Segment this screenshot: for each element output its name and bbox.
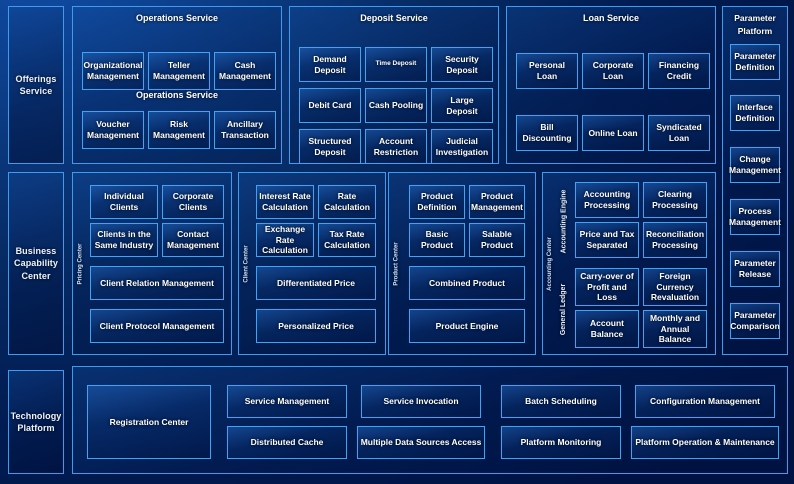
cell-product-definition[interactable]: Product Definition [409, 185, 465, 219]
cell-corporate-loan[interactable]: Corporate Loan [582, 53, 644, 89]
cell-foreign-currency-revaluation[interactable]: Foreign Currency Revaluation [643, 268, 707, 306]
cell-distributed-cache[interactable]: Distributed Cache [227, 426, 347, 459]
group-title-loan-service: Loan Service [582, 13, 640, 23]
cell-product-management[interactable]: Product Management [469, 185, 525, 219]
cell-organizational-management[interactable]: Organizational Management [82, 52, 144, 90]
cell-individual-clients[interactable]: Individual Clients [90, 185, 158, 219]
parameter-platform-title-line2: Platform [737, 26, 773, 36]
cell-interest-rate-calculation[interactable]: Interest Rate Calculation [256, 185, 314, 219]
cell-batch-scheduling[interactable]: Batch Scheduling [501, 385, 621, 418]
cell-ancillary-transaction[interactable]: Ancillary Transaction [214, 111, 276, 149]
technology-label-line1: Technology [10, 410, 62, 421]
group-deposit-service: Deposit Service Demand Deposit Time Depo… [289, 6, 499, 164]
cell-basic-product[interactable]: Basic Product [409, 223, 465, 257]
cell-time-deposit[interactable]: Time Deposit [365, 47, 427, 82]
cell-reconciliation-processing[interactable]: Reconciliation Processing [643, 222, 707, 258]
subsection-accounting-engine: Accounting Engine Accounting Processing … [557, 178, 713, 264]
cell-corporate-clients[interactable]: Corporate Clients [162, 185, 224, 219]
group-parameter-platform: Parameter Platform Parameter Definition … [722, 6, 788, 355]
cell-accounting-processing[interactable]: Accounting Processing [575, 182, 639, 218]
cell-monthly-and-annual-balance[interactable]: Monthly and Annual Balance [643, 310, 707, 348]
cell-product-engine[interactable]: Product Engine [409, 309, 525, 343]
business-label-line1: Business [15, 246, 57, 257]
cell-security-deposit[interactable]: Security Deposit [431, 47, 493, 82]
cell-tax-rate-calculation[interactable]: Tax Rate Calculation [318, 223, 376, 257]
cell-salable-product[interactable]: Salable Product [469, 223, 525, 257]
cell-service-management[interactable]: Service Management [227, 385, 347, 418]
cell-financing-credit[interactable]: Financing Credit [648, 53, 710, 89]
vlabel-accounting-engine: Accounting Engine [560, 189, 568, 253]
cell-client-relation-management[interactable]: Client Relation Management [90, 266, 224, 300]
cell-personalized-price[interactable]: Personalized Price [256, 309, 376, 343]
group-title-operations-service-duplicate: Operations Service [135, 90, 219, 100]
vlabel-product-center: Product Center [393, 241, 400, 286]
group-title-deposit-service: Deposit Service [360, 13, 428, 23]
cell-judicial-investigation[interactable]: Judicial Investigation [431, 129, 493, 164]
group-loan-service: Loan Service Personal Loan Corporate Loa… [506, 6, 716, 164]
cell-parameter-definition[interactable]: Parameter Definition [730, 44, 780, 80]
cell-clearing-processing[interactable]: Clearing Processing [643, 182, 707, 218]
group-pricing-center: Pricing Center Individual Clients Corpor… [72, 172, 232, 355]
cell-account-balance[interactable]: Account Balance [575, 310, 639, 348]
subsection-general-ledger: General Ledger Carry-over of Profit and … [557, 266, 713, 352]
cell-configuration-management[interactable]: Configuration Management [635, 385, 775, 418]
cell-parameter-release[interactable]: Parameter Release [730, 251, 780, 287]
cell-demand-deposit[interactable]: Demand Deposit [299, 47, 361, 82]
vlabel-accounting-center: Accounting Center [547, 236, 554, 291]
cell-registration-center[interactable]: Registration Center [87, 385, 211, 459]
business-label-line2: Capability [13, 258, 58, 269]
cell-voucher-management[interactable]: Voucher Management [82, 111, 144, 149]
row-label-technology-platform: Technology Platform [8, 370, 64, 474]
technology-label-line2: Platform [17, 423, 55, 433]
cell-cash-management[interactable]: Cash Management [214, 52, 276, 90]
offerings-label-line2: Service [19, 86, 53, 96]
cell-syndicated-loan[interactable]: Syndicated Loan [648, 115, 710, 151]
cell-change-management[interactable]: Change Management [729, 147, 781, 183]
cell-client-protocol-management[interactable]: Client Protocol Management [90, 309, 224, 343]
cell-contact-management[interactable]: Contact Management [162, 223, 224, 257]
cell-price-and-tax-separated[interactable]: Price and Tax Separated [575, 222, 639, 258]
cell-process-management[interactable]: Process Management [729, 199, 781, 235]
cell-large-deposit[interactable]: Large Deposit [431, 88, 493, 123]
row-label-offerings-service: Offerings Service [8, 6, 64, 164]
cell-personal-loan[interactable]: Personal Loan [516, 53, 578, 89]
parameter-platform-title-line1: Parameter [734, 13, 776, 23]
vlabel-client-center: Client Center [243, 244, 250, 283]
cell-account-restriction[interactable]: Account Restriction [365, 129, 427, 164]
cell-cash-pooling[interactable]: Cash Pooling [365, 88, 427, 123]
cell-parameter-comparison[interactable]: Parameter Comparison [730, 303, 780, 339]
group-client-center: Client Center Interest Rate Calculation … [238, 172, 386, 355]
cell-teller-management[interactable]: Teller Management [148, 52, 210, 90]
cell-debit-card[interactable]: Debit Card [299, 88, 361, 123]
cell-exchange-rate-calculation[interactable]: Exchange Rate Calculation [256, 223, 314, 257]
cell-risk-management[interactable]: Risk Management [148, 111, 210, 149]
cell-bill-discounting[interactable]: Bill Discounting [516, 115, 578, 151]
cell-service-invocation[interactable]: Service Invocation [361, 385, 481, 418]
cell-rate-calculation[interactable]: Rate Calculation [318, 185, 376, 219]
cell-online-loan[interactable]: Online Loan [582, 115, 644, 151]
vlabel-pricing-center: Pricing Center [77, 242, 84, 285]
cell-multiple-data-sources-access[interactable]: Multiple Data Sources Access [357, 426, 485, 459]
cell-platform-monitoring[interactable]: Platform Monitoring [501, 426, 621, 459]
cell-structured-deposit[interactable]: Structured Deposit [299, 129, 361, 164]
vlabel-general-ledger: General Ledger [560, 283, 568, 335]
row-label-business-capability-center: Business Capability Center [8, 172, 64, 355]
cell-carry-over-of-profit-and-loss[interactable]: Carry-over of Profit and Loss [575, 268, 639, 306]
group-accounting-center: Accounting Center Accounting Engine Acco… [542, 172, 716, 355]
cell-combined-product[interactable]: Combined Product [409, 266, 525, 300]
group-technology-platform: Registration Center Service Management D… [72, 366, 788, 474]
business-label-line3: Center [21, 270, 51, 281]
cell-platform-operation-and-maintenance[interactable]: Platform Operation & Maintenance [631, 426, 779, 459]
cell-interface-definition[interactable]: Interface Definition [730, 95, 780, 131]
cell-differentiated-price[interactable]: Differentiated Price [256, 266, 376, 300]
offerings-label-line1: Offerings [15, 73, 57, 84]
group-operations-service: Operations Service Operations Service Or… [72, 6, 282, 164]
group-product-center: Product Center Product Definition Produc… [388, 172, 536, 355]
cell-clients-in-the-same-industry[interactable]: Clients in the Same Industry [90, 223, 158, 257]
group-title-operations-service: Operations Service [135, 13, 219, 23]
